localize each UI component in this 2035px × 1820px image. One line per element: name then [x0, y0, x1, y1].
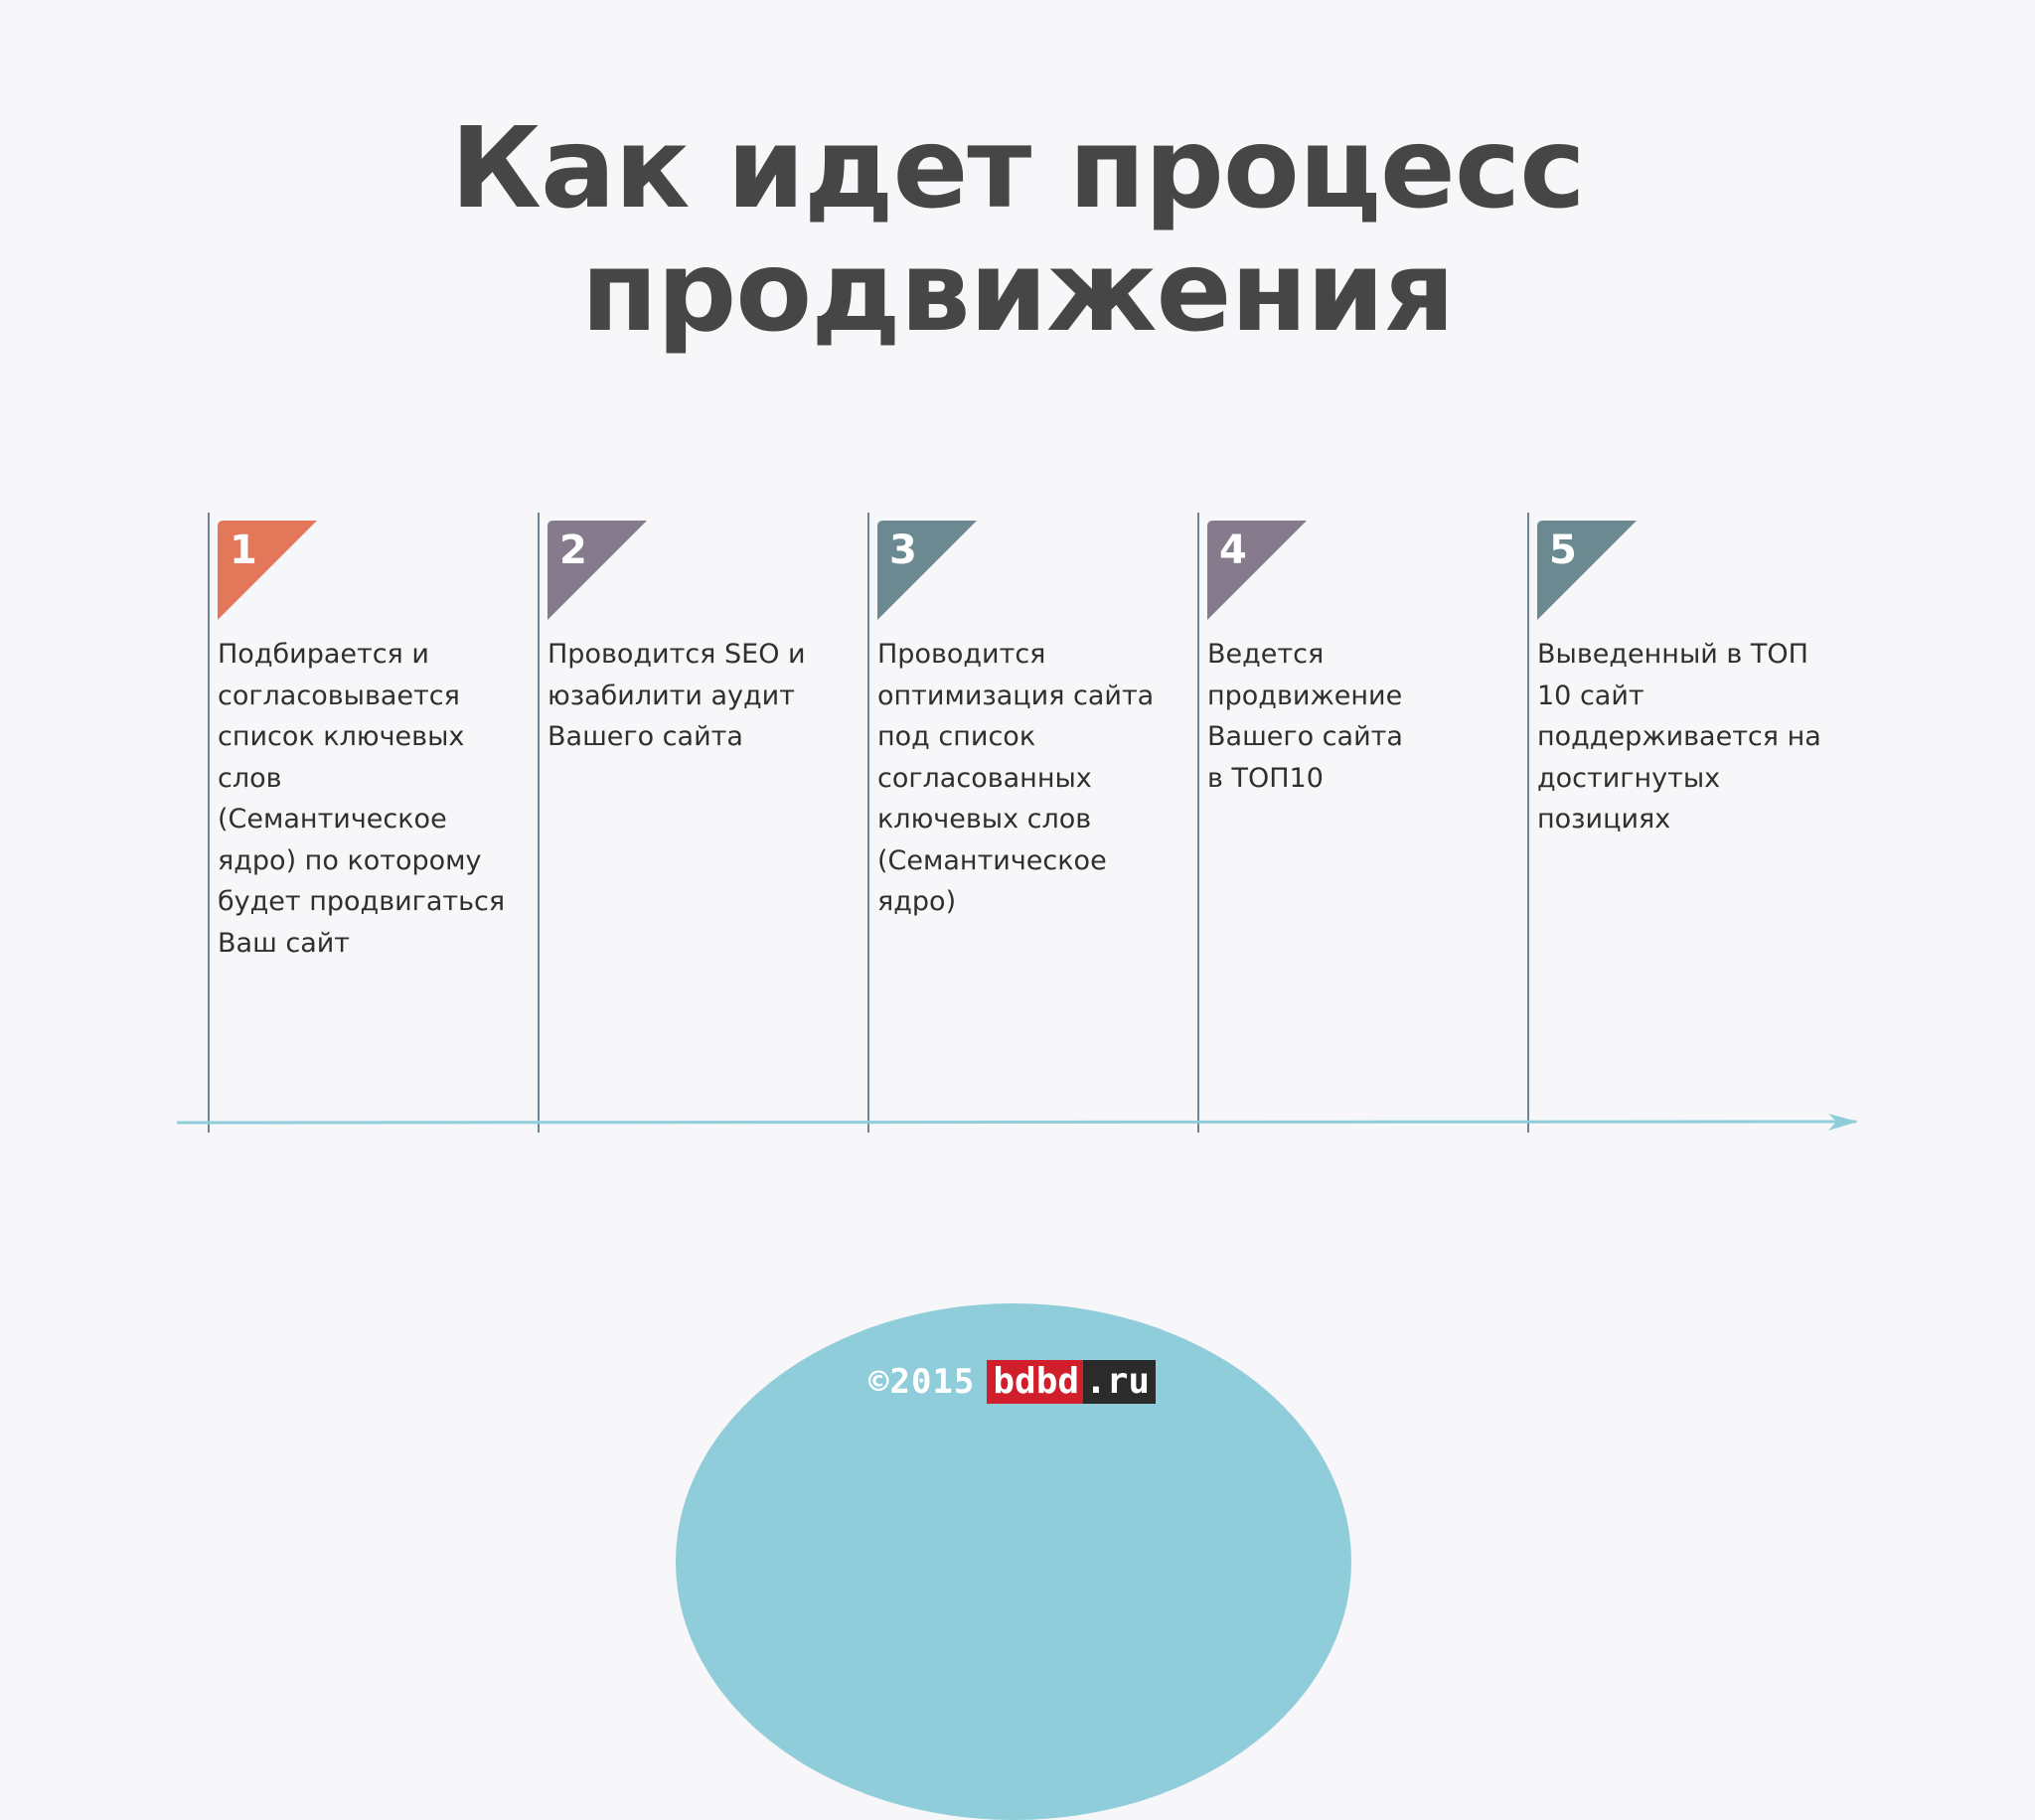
flag-icon	[548, 521, 649, 620]
timeline-axis	[176, 1113, 1866, 1133]
brand-tld: .ru	[1083, 1360, 1157, 1404]
step-description: Ведется продвижение Вашего сайта в ТОП10	[1207, 639, 1403, 794]
step-number: 3	[889, 528, 917, 573]
flag-shape	[218, 521, 317, 620]
step-number: 2	[559, 528, 587, 573]
step-4: 4 Ведется продвижение Вашего сайта в ТОП…	[1197, 513, 1527, 1133]
flag-icon	[1537, 521, 1639, 620]
step-description: Подбирается и согласовывается список клю…	[218, 639, 506, 959]
brand-name: bdbd	[987, 1360, 1084, 1404]
step-5: 5 Выведенный в ТОП 10 сайт поддерживаетс…	[1527, 513, 1857, 1133]
step-1: 1 Подбирается и согласовывается список к…	[208, 513, 538, 1133]
page-title: Как идет процесс продвижения	[0, 107, 2035, 354]
step-description: Выведенный в ТОП 10 сайт поддерживается …	[1537, 639, 1821, 834]
page-title-line-2: продвижения	[580, 228, 1456, 357]
arrow-icon	[1828, 1114, 1858, 1131]
page-title-line-1: Как идет процесс	[450, 104, 1585, 233]
step-divider	[1197, 513, 1199, 1133]
process-steps: 1 Подбирается и согласовывается список к…	[208, 513, 1857, 1133]
step-divider	[538, 513, 540, 1133]
flag-icon	[877, 521, 979, 620]
step-description: Проводится оптимизация сайта под список …	[877, 639, 1155, 917]
step-divider	[867, 513, 869, 1133]
copyright: ©2015	[868, 1362, 976, 1402]
brand-logo[interactable]: bdbd .ru	[987, 1360, 1157, 1404]
step-2: 2 Проводится SEO и юзабилити аудит Вашег…	[538, 513, 867, 1133]
step-divider	[208, 513, 210, 1133]
step-number: 5	[1549, 528, 1577, 573]
step-divider	[1527, 513, 1529, 1133]
step-number: 4	[1219, 528, 1247, 573]
flag-shape	[1207, 521, 1307, 620]
flag-shape	[548, 521, 647, 620]
timeline-line	[176, 1120, 1857, 1125]
footer: ©2015 bdbd .ru	[868, 1360, 1157, 1404]
flag-shape	[1537, 521, 1637, 620]
flag-icon	[218, 521, 319, 620]
step-description: Проводится SEO и юзабилити аудит Вашего …	[548, 639, 806, 752]
step-3: 3 Проводится оптимизация сайта под списо…	[867, 513, 1197, 1133]
flag-icon	[1207, 521, 1309, 620]
flag-shape	[877, 521, 977, 620]
step-number: 1	[230, 528, 257, 573]
